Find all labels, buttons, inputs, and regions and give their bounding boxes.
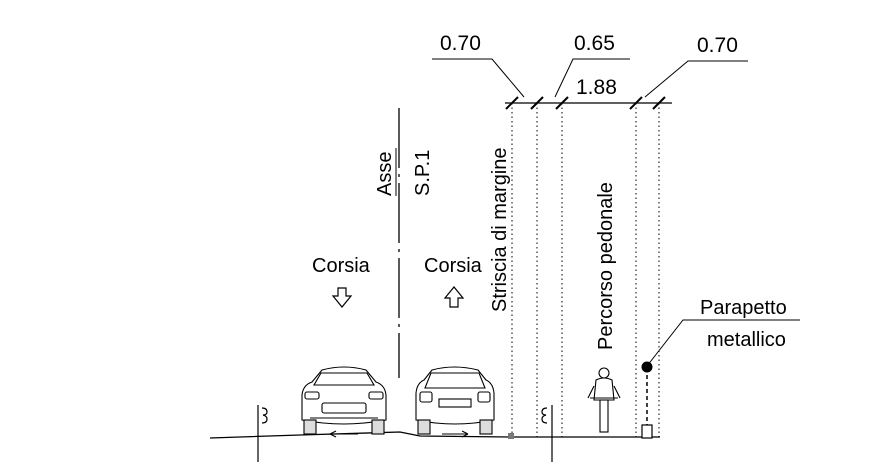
dim-left-width: 0.70 [440, 32, 481, 55]
parapet-label-line2: metallico [707, 329, 786, 351]
metal-parapet [641, 361, 653, 439]
middle-guard-post [541, 405, 553, 462]
arrow-up-icon [443, 286, 465, 308]
edge-stripe-label: Striscia di margine [489, 147, 511, 312]
dimension-leaders [432, 58, 748, 98]
arrow-down-icon [331, 287, 353, 308]
axis-word-label: Asse [374, 152, 396, 196]
car-left-front-view [301, 366, 387, 438]
parapet-label-line1: Parapetto [700, 297, 787, 319]
parapet-leader [646, 319, 800, 367]
dim-total-width: 1.88 [576, 76, 617, 99]
dim-middle-width: 0.65 [574, 32, 615, 55]
edge-stripe-marker [508, 433, 514, 439]
dim-right-width: 0.70 [697, 34, 738, 57]
lane-left-label: Corsia [312, 255, 371, 277]
left-guard-post [257, 405, 268, 462]
dimension-dotted-lines [511, 103, 660, 438]
axis-road-label: S.P.1 [412, 150, 434, 196]
car-right-rear-view [415, 366, 495, 438]
ground-line [209, 431, 660, 439]
lane-right-label: Corsia [424, 255, 483, 277]
pedestrian-path-label: Percorso pedonale [595, 182, 617, 350]
dimension-ticks [505, 96, 666, 110]
cyclist-figure [587, 367, 621, 433]
